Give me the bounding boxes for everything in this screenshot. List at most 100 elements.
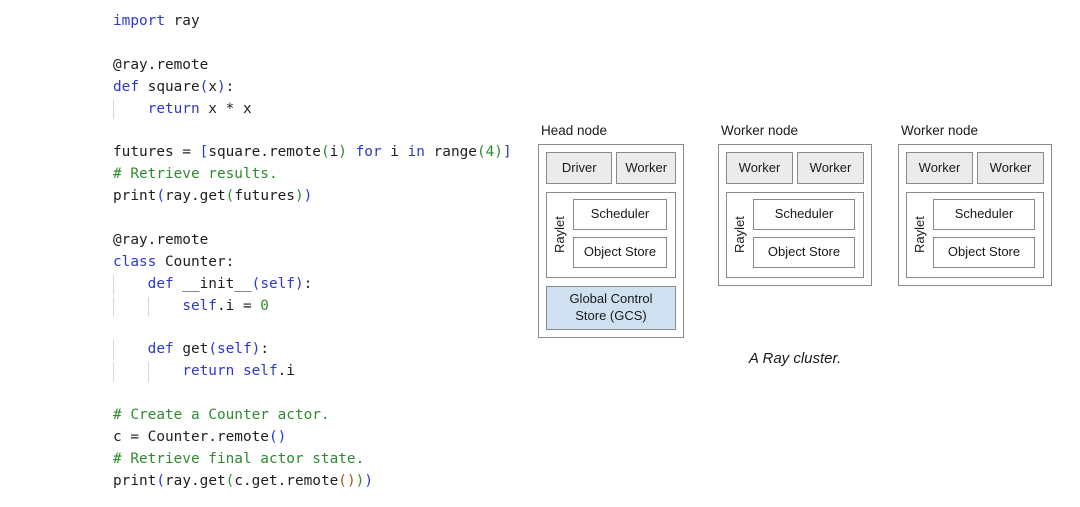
code-token: print [113,472,157,489]
code-token: ( [225,472,235,489]
code-token: : [260,341,269,358]
process-box: Worker [797,152,864,184]
diagram-caption: A Ray cluster. [748,350,842,367]
code-line: @ray.remote [113,55,512,77]
code-line: import ray [113,11,512,33]
code-token: ( [225,188,235,205]
indent-guide [113,99,114,120]
code-line: self.i = 0 [113,296,512,318]
code-token: : [303,275,313,292]
gcs-box: Global Control Store (GCS) [546,286,676,330]
code-token: def [147,275,174,292]
code-token: x * x [199,100,252,117]
code-token: ) [217,78,226,95]
code-line: class Counter: [113,252,512,274]
code-line: def square(x): [113,77,512,99]
code-line: print(ray.get(futures)) [113,186,512,208]
code-token: ray [164,13,200,29]
component-box: Scheduler [933,199,1035,230]
code-token: ( [156,472,165,489]
node-title: Head node [541,123,608,138]
code-token: ) [294,275,304,292]
indent-guide [113,296,114,317]
code-token: get [173,341,209,358]
code-token: import [113,13,165,29]
component-box: Scheduler [573,199,667,230]
component-box: Scheduler [753,199,855,230]
code-token: # Retrieve results. [113,166,278,183]
code-token: print [113,188,157,205]
code-token: ray.get [165,472,226,489]
code-line: # Retrieve results. [113,164,512,186]
code-line: futures = [square.remote(i) for i in ran… [113,142,512,164]
code-token: @ray.remote [113,231,209,248]
process-box: Worker [616,152,676,184]
code-token: ray.get [165,188,226,205]
indent-guide [113,362,114,383]
code-token: futures [234,188,295,205]
code-token: ) [277,428,287,445]
code-token: class [113,253,157,270]
code-token: ) [303,188,313,205]
code-token: ) [251,341,261,358]
code-token: ( [156,188,165,205]
component-box: Object Store [933,237,1035,268]
raylet-label: Raylet [912,216,927,254]
code-token: 4 [485,144,495,161]
process-box: Worker [726,152,793,184]
code-token: square [139,78,200,95]
code-token: ) [364,472,373,489]
code-line: c = Counter.remote() [113,427,512,449]
indent-guide [113,274,114,295]
code-line: # Create a Counter actor. [113,405,512,427]
code-token: ( [208,341,217,358]
code-token: ( [476,144,486,161]
process-box: Worker [906,152,973,184]
node-title: Worker node [721,123,799,138]
code-token: self [216,341,252,358]
code-token: ) [294,188,304,205]
indent-guide [147,362,149,383]
component-box: Object Store [573,237,667,268]
code-token: ) [494,144,503,161]
code-token: ( [338,472,347,489]
code-token: i [329,144,339,161]
code-token: Counter: [156,253,235,270]
code-token: in [407,144,425,161]
code-token: : [225,78,235,95]
code-token: x [208,78,217,95]
code-line: def get(self): [113,339,512,361]
code-token: ( [251,275,261,292]
code-token: .i [277,363,295,380]
raylet-label: Raylet [552,216,567,254]
code-line: def __init__(self): [113,274,512,296]
indent-guide [147,296,149,317]
code-token: ) [346,472,356,489]
code-token: return [182,363,235,380]
code-token: # Retrieve final actor state. [113,450,365,467]
code-token: __init__ [173,275,252,292]
indent-guide [113,340,114,361]
code-token: def [113,78,139,95]
component-box: Object Store [753,237,855,268]
code-token: ) [355,472,365,489]
code-token: c = Counter.remote [113,428,269,445]
code-token: @ray.remote [113,56,209,73]
code-token: self [242,363,278,380]
code-token: [ [199,144,209,161]
code-token: ( [268,428,278,445]
code-line: # Retrieve final actor state. [113,449,512,471]
